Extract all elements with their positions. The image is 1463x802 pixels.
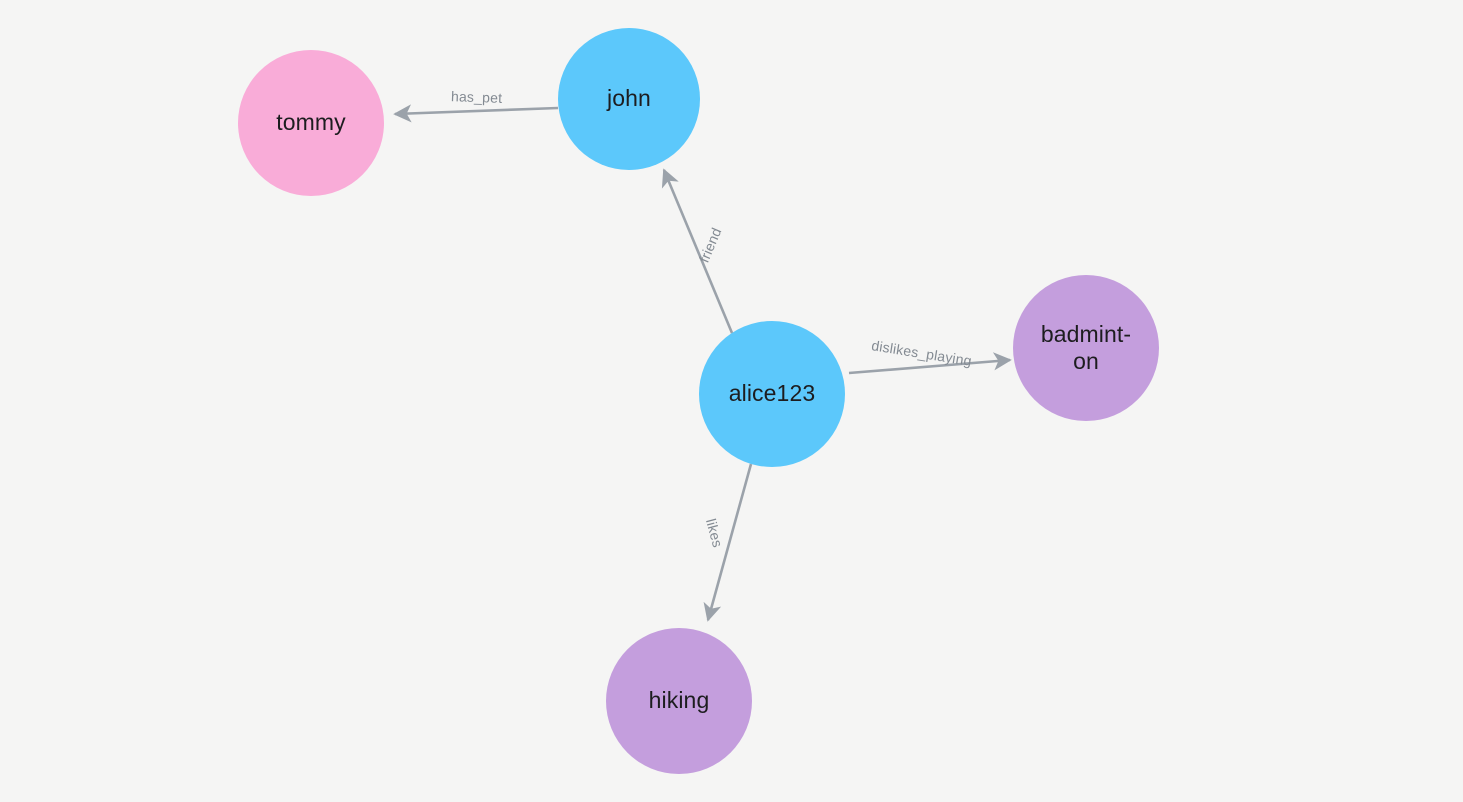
graph-node-alice123[interactable]: alice123: [699, 321, 845, 467]
graph-edge[interactable]: [661, 168, 734, 334]
graph-node-label: hiking: [648, 687, 710, 714]
graph-node-tommy[interactable]: tommy: [238, 50, 384, 196]
graph-edge[interactable]: [848, 352, 1012, 375]
graph-edge[interactable]: [393, 104, 559, 123]
graph-node-label: tommy: [276, 109, 346, 136]
graph-node-label: alice123: [728, 380, 816, 407]
graph-node-label: badmint-on: [1040, 320, 1132, 374]
graph-node-badminton[interactable]: badmint-on: [1013, 275, 1159, 421]
graph-edge[interactable]: [703, 463, 753, 622]
graph-node-john[interactable]: john: [558, 28, 700, 170]
graph-node-label: john: [607, 85, 651, 112]
graph-node-hiking[interactable]: hiking: [606, 628, 752, 774]
